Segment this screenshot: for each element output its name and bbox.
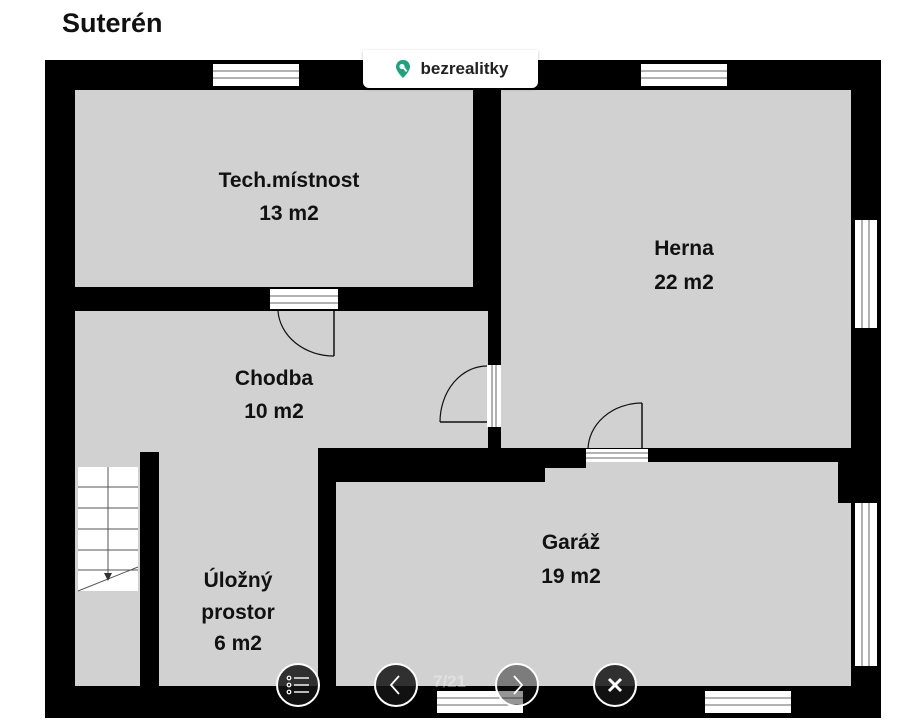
wall-stairs (140, 452, 159, 686)
wall-chodba-herna-lower (488, 427, 501, 448)
window-right-garaz (855, 503, 877, 666)
door-herna (439, 365, 501, 427)
chevron-right-icon (513, 675, 524, 695)
room-garaz (336, 462, 851, 686)
close-button[interactable] (593, 663, 637, 707)
window-right-herna (855, 220, 877, 328)
label-garaz-name: Garáž (542, 531, 600, 554)
label-herna-area: 22 m2 (654, 271, 714, 294)
wall-right-inner (851, 90, 855, 686)
chevron-left-icon (389, 675, 400, 695)
label-garaz-area: 19 m2 (541, 565, 601, 588)
window-bottom-right (705, 691, 791, 713)
wall-tech-herna (473, 90, 501, 288)
map-pin-icon (395, 60, 410, 78)
label-ulozny-name: Úložný (204, 568, 273, 592)
brand-badge[interactable]: bezrealitky (363, 50, 538, 88)
label-chodba-area: 10 m2 (244, 400, 304, 423)
image-counter: 7/21 (433, 672, 467, 691)
window-top-left (213, 64, 299, 86)
page-title: Suterén (62, 8, 163, 38)
next-button[interactable] (495, 663, 539, 707)
close-icon (607, 677, 623, 693)
wall-herna-garaz (648, 448, 851, 462)
label-ulozny-area: 6 m2 (214, 632, 262, 655)
stairs (77, 467, 139, 592)
wall-tech-chodba (75, 287, 501, 311)
room-herna (501, 90, 851, 448)
prev-button[interactable] (374, 663, 418, 707)
label-chodba-name: Chodba (235, 367, 313, 390)
label-ulozny-name2: prostor (201, 601, 275, 624)
list-view-button[interactable] (276, 663, 320, 707)
list-icon (286, 675, 309, 695)
brand-name: bezrealitky (420, 59, 509, 78)
label-tech-mistnost-name: Tech.místnost (219, 169, 360, 192)
wall-ulozny-garaz (318, 448, 336, 686)
label-tech-mistnost-area: 13 m2 (259, 202, 319, 225)
wall-chodba-herna-upper (488, 287, 501, 365)
room-tech-mistnost (75, 90, 473, 287)
wall-garaz-top (336, 462, 545, 482)
window-top-right (641, 64, 727, 86)
room-chodba (75, 311, 488, 686)
label-herna-name: Herna (654, 237, 714, 260)
